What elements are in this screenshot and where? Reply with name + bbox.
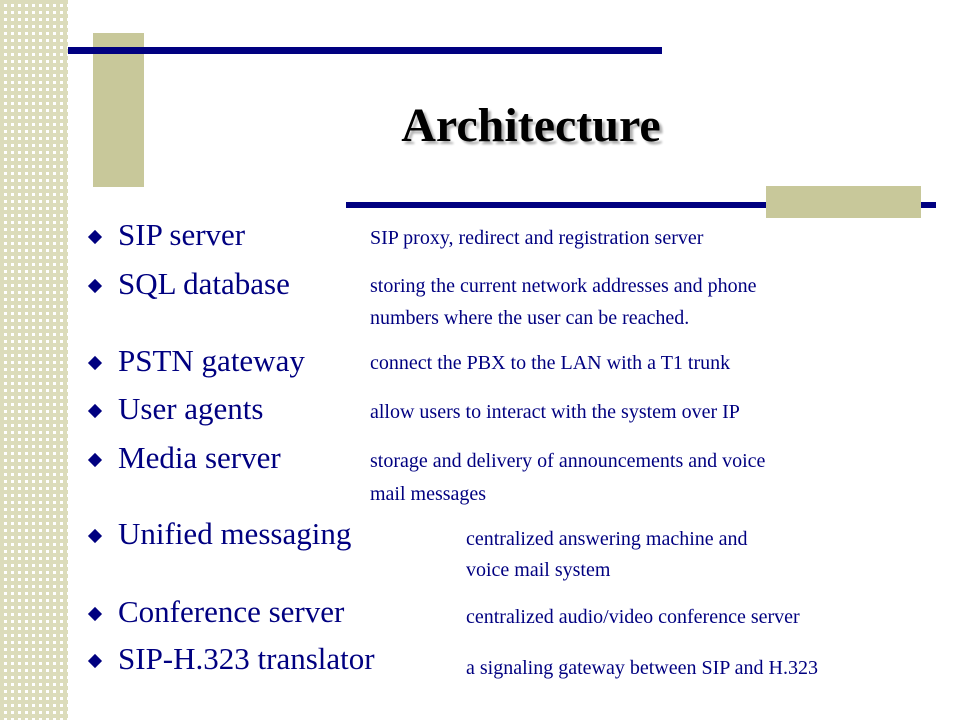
- item-description: centralized answering machine and: [466, 528, 748, 550]
- item-term: User agents: [118, 391, 264, 426]
- diamond-bullet-icon: [87, 528, 103, 544]
- item-term: Media server: [118, 440, 281, 475]
- decorative-olive-bar: [93, 33, 144, 187]
- item-description: centralized audio/video conference serve…: [466, 606, 800, 628]
- decorative-olive-box: [766, 186, 921, 218]
- item-description: a signaling gateway between SIP and H.32…: [466, 657, 818, 679]
- decorative-top-line: [68, 47, 662, 54]
- item-term: Conference server: [118, 594, 345, 629]
- item-term: SQL database: [118, 266, 290, 301]
- item-description: allow users to interact with the system …: [370, 401, 740, 423]
- item-term: SIP server: [118, 217, 246, 252]
- diamond-bullet-icon: [87, 606, 103, 622]
- item-description: connect the PBX to the LAN with a T1 tru…: [370, 352, 731, 374]
- item-description: storing the current network addresses an…: [370, 275, 757, 297]
- item-term: PSTN gateway: [118, 343, 305, 378]
- decorative-mid-line: [346, 202, 936, 208]
- item-term: Unified messaging: [118, 516, 352, 551]
- diamond-bullet-icon: [87, 278, 103, 294]
- slide-title: Architecture: [401, 99, 661, 152]
- item-description: storage and delivery of announcements an…: [370, 450, 766, 472]
- item-term: SIP-H.323 translator: [118, 641, 375, 676]
- item-description: SIP proxy, redirect and registration ser…: [370, 227, 704, 249]
- decorative-stripe-panel: [0, 0, 68, 720]
- diamond-bullet-icon: [87, 403, 103, 419]
- item-description-continued: voice mail system: [466, 559, 611, 581]
- diamond-bullet-icon: [87, 229, 103, 245]
- diamond-bullet-icon: [87, 452, 103, 468]
- diamond-bullet-icon: [87, 653, 103, 669]
- diamond-bullet-icon: [87, 355, 103, 371]
- item-description-continued: mail messages: [370, 483, 487, 505]
- item-description-continued: numbers where the user can be reached.: [370, 307, 690, 329]
